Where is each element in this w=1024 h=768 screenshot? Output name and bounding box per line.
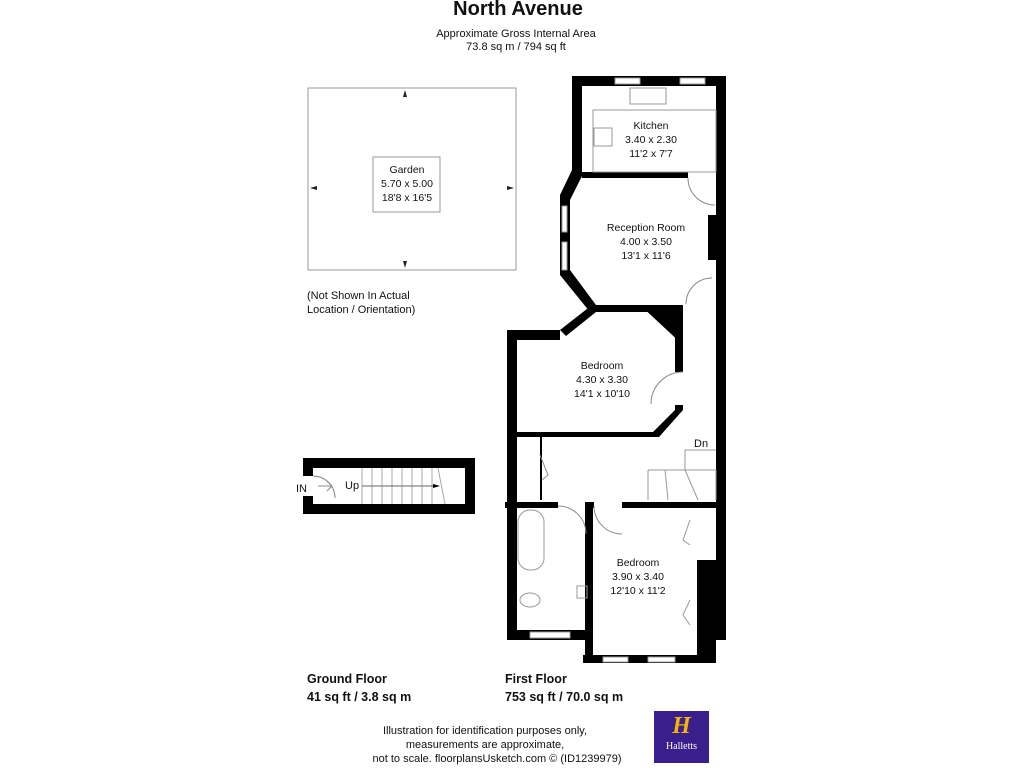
disclaimer-line-3: not to scale. floorplansUsketch.com © (I… bbox=[372, 753, 622, 765]
ground-floor-name: Ground Floor bbox=[307, 672, 387, 686]
room-name: Reception Room bbox=[606, 222, 686, 234]
doors bbox=[539, 177, 716, 535]
garden-outline bbox=[307, 87, 517, 271]
stairs-down-label: Dn bbox=[694, 438, 709, 450]
room-bedroom-1: Bedroom 4.30 x 3.30 14'1 x 10'10 bbox=[574, 359, 630, 401]
room-kitchen: Kitchen 3.40 x 2.30 11'2 x 7'7 bbox=[625, 119, 677, 161]
room-name: Bedroom bbox=[616, 557, 660, 569]
room-size-metric: 3.40 x 2.30 bbox=[625, 134, 677, 146]
room-size-metric: 5.70 x 5.00 bbox=[381, 178, 433, 190]
room-garden: Garden 5.70 x 5.00 18'8 x 16'5 bbox=[381, 163, 433, 205]
room-bedroom-2: Bedroom 3.90 x 3.40 12'10 x 11'2 bbox=[610, 556, 665, 598]
room-size-imperial: 18'8 x 16'5 bbox=[381, 192, 433, 204]
room-size-metric: 3.90 x 3.40 bbox=[612, 571, 664, 583]
entrance-label: IN bbox=[296, 483, 307, 495]
room-size-imperial: 14'1 x 10'10 bbox=[574, 388, 630, 400]
windows bbox=[529, 77, 706, 663]
logo-mark-icon: H bbox=[672, 713, 691, 739]
disclaimer-line-1: Illustration for identification purposes… bbox=[382, 725, 588, 737]
first-floor-area: 753 sq ft / 70.0 sq m bbox=[505, 690, 624, 704]
room-size-imperial: 11'2 x 7'7 bbox=[629, 148, 673, 160]
ground-floor-stair bbox=[300, 458, 475, 514]
room-size-imperial: 12'10 x 11'2 bbox=[610, 585, 666, 597]
garden-note-1: (Not Shown In Actual bbox=[307, 290, 410, 302]
room-size-imperial: 13'1 x 11'6 bbox=[621, 250, 671, 262]
room-name: Garden bbox=[389, 164, 425, 176]
ground-floor-area: 41 sq ft / 3.8 sq m bbox=[307, 690, 412, 704]
room-size-metric: 4.00 x 3.50 bbox=[620, 236, 672, 248]
garden-note-2: Location / Orientation) bbox=[307, 304, 416, 316]
first-floor-walls bbox=[505, 76, 726, 663]
fixtures bbox=[517, 87, 717, 626]
gross-area-value: 73.8 sq m / 794 sq ft bbox=[466, 41, 566, 53]
room-reception: Reception Room 4.00 x 3.50 13'1 x 11'6 bbox=[607, 221, 685, 263]
room-size-metric: 4.30 x 3.30 bbox=[576, 374, 628, 386]
dimension-arrows bbox=[310, 90, 514, 268]
room-name: Kitchen bbox=[633, 120, 669, 132]
gross-area-label: Approximate Gross Internal Area bbox=[436, 28, 596, 40]
stairs-up-label: Up bbox=[345, 480, 360, 492]
disclaimer-line-2: measurements are approximate, bbox=[405, 739, 565, 751]
first-floor-name: First Floor bbox=[505, 672, 567, 686]
halletts-logo: H Halletts bbox=[654, 711, 709, 763]
page-title: North Avenue bbox=[453, 0, 583, 20]
room-name: Bedroom bbox=[580, 360, 624, 372]
